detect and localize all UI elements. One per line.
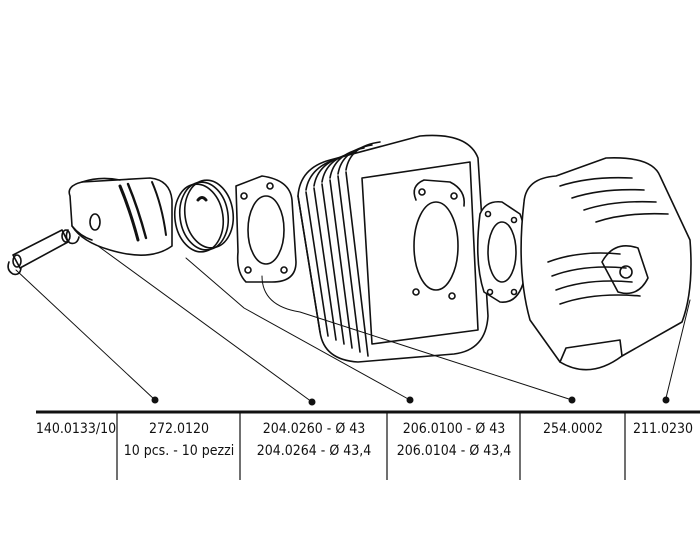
part-number-line: 140.0133/10 (35, 421, 117, 437)
table-grid (36, 410, 700, 480)
piston-part (68, 177, 173, 256)
cylinder-head-part (520, 157, 692, 371)
part-number-line: 204.0260 - Ø 43 (262, 421, 366, 437)
part-number-line: 254.0002 (542, 421, 604, 437)
part-number-cell-head-gasket: 254.0002 (521, 418, 625, 480)
part-number-cell-piston-rings: 272.0120 10 pcs. - 10 pezzi (118, 418, 240, 480)
part-number-line: 272.0120 (148, 421, 210, 437)
circlip-and-pin-part (7, 229, 80, 276)
part-number-line: 211.0230 (632, 421, 694, 437)
part-number-line: 206.0104 - Ø 43,4 (396, 443, 512, 459)
piston-rings-part (173, 179, 235, 253)
head-gasket-part (476, 200, 528, 303)
leader-dots (151, 396, 670, 406)
part-number-cell-cylinder: 206.0100 - Ø 43 206.0104 - Ø 43,4 (388, 418, 520, 480)
part-quantity-line: 10 pcs. - 10 pezzi (123, 443, 235, 459)
part-number-line: 204.0264 - Ø 43,4 (256, 443, 372, 459)
cylinder-part (297, 134, 489, 363)
leader-lines (15, 245, 691, 403)
part-number-cell-pin-circlips: 140.0133/10 (36, 418, 116, 480)
base-gasket-part (235, 175, 297, 283)
part-number-cell-cylinder-head: 211.0230 (626, 418, 700, 480)
part-number-cell-base-gasket: 204.0260 - Ø 43 204.0264 - Ø 43,4 (241, 418, 387, 480)
part-number-line: 206.0100 - Ø 43 (402, 421, 506, 437)
